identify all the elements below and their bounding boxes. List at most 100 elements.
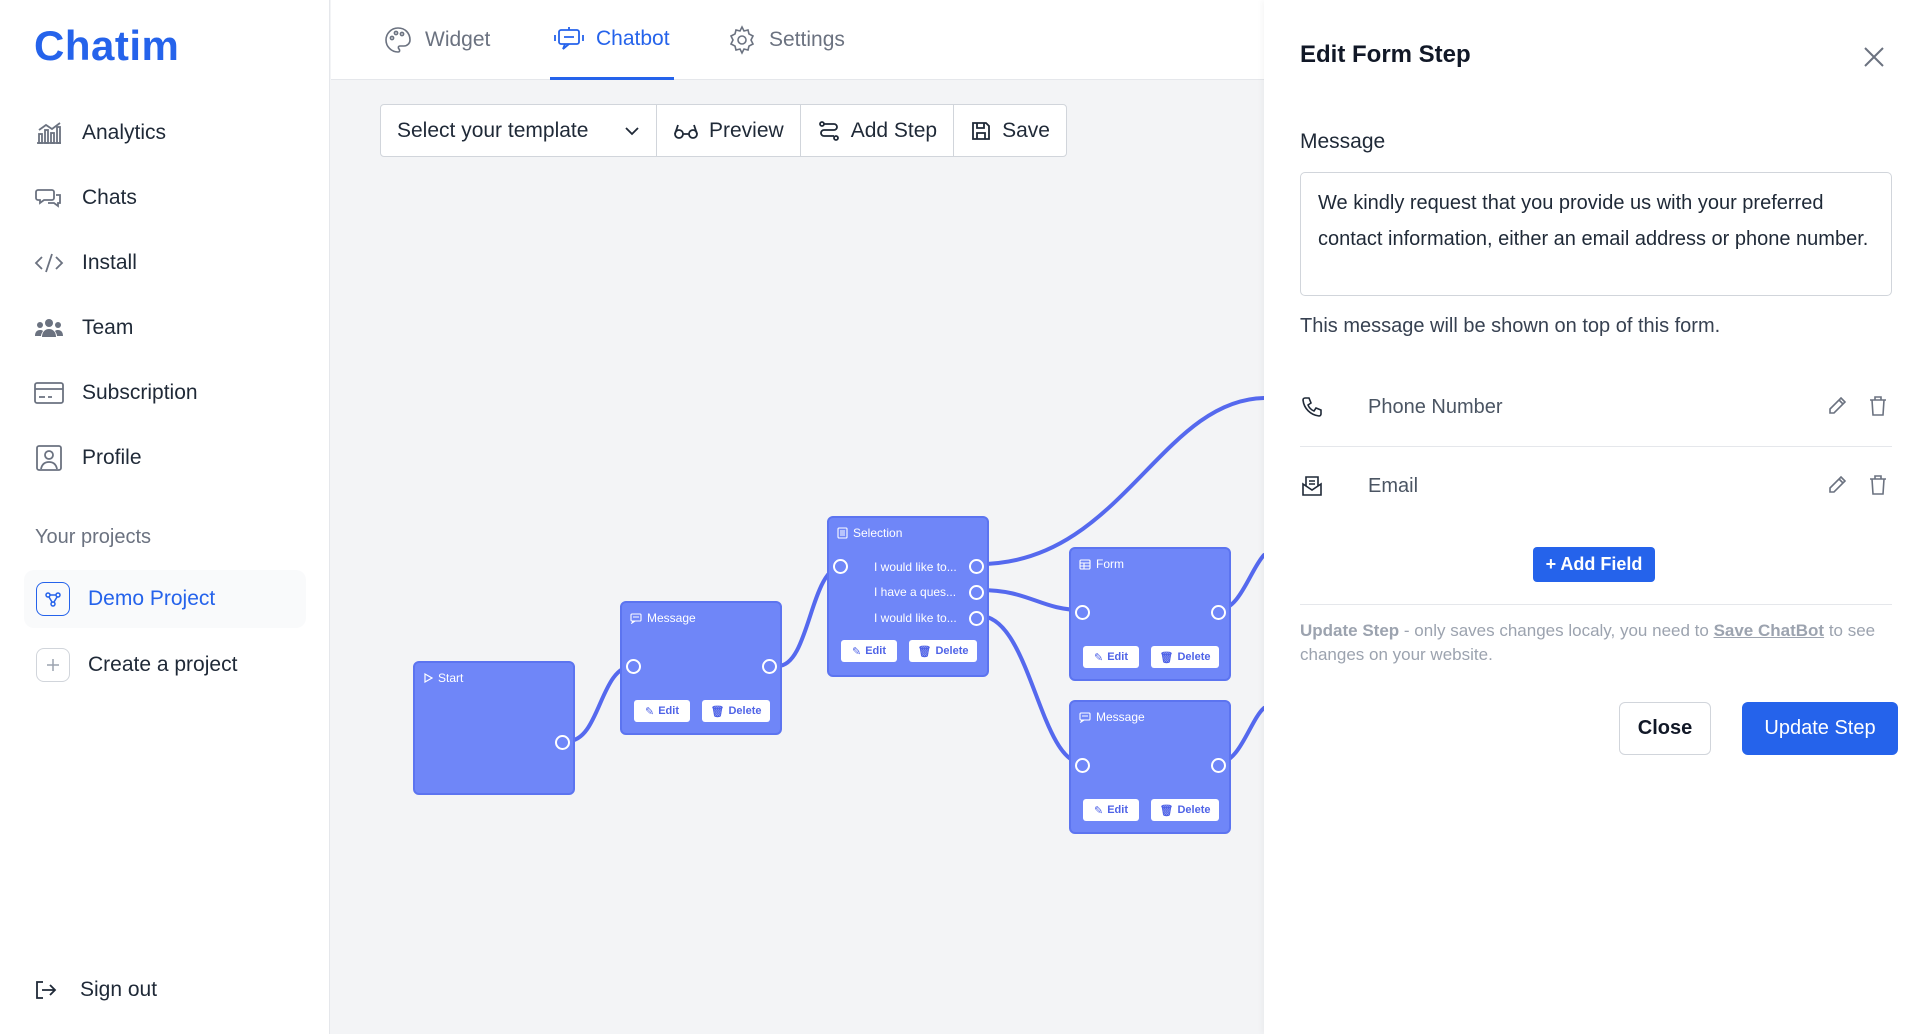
edit-label: Edit xyxy=(1107,804,1128,816)
note-strong: Update Step xyxy=(1300,621,1400,640)
nav-label: Subscription xyxy=(82,380,198,404)
project-demo[interactable]: Demo Project xyxy=(24,570,306,628)
node-edit-button[interactable]: ✎Edit xyxy=(1083,799,1139,821)
input-port[interactable] xyxy=(1075,605,1090,620)
preview-button[interactable]: Preview xyxy=(657,105,801,156)
flow-node-start[interactable]: Start xyxy=(413,661,575,795)
project-label: Demo Project xyxy=(88,587,216,610)
pencil-icon[interactable] xyxy=(1826,474,1850,498)
drawer-title: Edit Form Step xyxy=(1300,41,1471,68)
input-port[interactable] xyxy=(833,559,848,574)
field-name: Email xyxy=(1368,474,1419,497)
save-button[interactable]: Save xyxy=(954,105,1066,156)
output-port[interactable] xyxy=(762,659,777,674)
close-button[interactable]: Close xyxy=(1619,702,1711,755)
create-project-button[interactable]: Create a project xyxy=(24,636,306,694)
close-icon[interactable] xyxy=(1861,44,1887,70)
template-select-value: Select your template xyxy=(397,118,589,142)
node-title: Start xyxy=(423,671,463,685)
analytics-icon xyxy=(34,118,64,148)
nav-item-install[interactable]: Install xyxy=(34,230,304,295)
input-port[interactable] xyxy=(626,659,641,674)
add-field-button[interactable]: + Add Field xyxy=(1533,547,1655,582)
node-delete-button[interactable]: 🗑Delete xyxy=(909,640,977,662)
email-icon xyxy=(1300,474,1326,498)
edit-icon: ✎ xyxy=(1094,651,1104,664)
update-note: Update Step - only saves changes localy,… xyxy=(1300,619,1892,667)
node-edit-button[interactable]: ✎Edit xyxy=(841,640,897,662)
nav-item-team[interactable]: Team xyxy=(34,295,304,360)
team-icon xyxy=(34,313,64,343)
node-delete-button[interactable]: 🗑Delete xyxy=(1151,799,1219,821)
chats-icon xyxy=(34,183,64,213)
nav-item-subscription[interactable]: Subscription xyxy=(34,360,304,425)
field-row-email: Email xyxy=(1300,447,1892,525)
message-textarea[interactable]: We kindly request that you provide us wi… xyxy=(1300,172,1892,296)
code-icon xyxy=(34,248,64,278)
trash-icon[interactable] xyxy=(1868,395,1892,419)
node-delete-button[interactable]: 🗑Delete xyxy=(1151,646,1219,668)
edge-selection-message xyxy=(978,614,1084,765)
input-port[interactable] xyxy=(1075,758,1090,773)
sign-out-button[interactable]: Sign out xyxy=(34,978,157,1002)
nav-item-analytics[interactable]: Analytics xyxy=(34,100,304,165)
message-icon xyxy=(630,612,642,624)
nav-label: Install xyxy=(82,250,137,274)
nav-item-profile[interactable]: Profile xyxy=(34,425,304,490)
output-port[interactable] xyxy=(1211,758,1226,773)
play-icon xyxy=(423,673,433,683)
flow-node-selection[interactable]: Selection I would like to... I have a qu… xyxy=(827,516,989,677)
sign-out-icon xyxy=(34,979,62,1001)
edge-selection-up xyxy=(978,396,1264,566)
trash-icon: 🗑 xyxy=(710,705,725,718)
update-step-button[interactable]: Update Step xyxy=(1742,702,1898,755)
field-divider xyxy=(1300,446,1892,447)
chevron-down-icon xyxy=(624,126,640,136)
profile-icon xyxy=(34,443,64,473)
save-chatbot-link[interactable]: Save ChatBot xyxy=(1713,621,1825,640)
output-port[interactable] xyxy=(555,735,570,750)
tab-label: Settings xyxy=(769,28,845,51)
message-label: Message xyxy=(1300,130,1386,153)
tab-settings[interactable]: Settings xyxy=(727,0,845,80)
trash-icon[interactable] xyxy=(1868,474,1892,498)
route-icon xyxy=(817,119,841,143)
tab-chatbot[interactable]: Chatbot xyxy=(550,0,674,80)
node-delete-button[interactable]: 🗑Delete xyxy=(702,700,770,722)
nav-item-chats[interactable]: Chats xyxy=(34,165,304,230)
edit-icon: ✎ xyxy=(645,705,655,718)
option-port[interactable] xyxy=(969,611,984,626)
add-step-button[interactable]: Add Step xyxy=(801,105,955,156)
flow-node-form[interactable]: Form ✎Edit 🗑Delete xyxy=(1069,547,1231,681)
note-tail: to see changes on your website. xyxy=(1300,621,1876,664)
node-title-text: Start xyxy=(438,671,464,685)
floppy-icon xyxy=(970,120,992,142)
message-icon xyxy=(1079,711,1091,723)
tab-widget[interactable]: Widget xyxy=(383,0,490,80)
nav-label: Analytics xyxy=(82,120,167,144)
nav-label: Profile xyxy=(82,445,142,469)
edit-icon: ✎ xyxy=(1094,804,1104,817)
message-help-text: This message will be shown on top of thi… xyxy=(1300,315,1721,337)
selection-option: I would like to... xyxy=(874,611,957,625)
node-title: Message xyxy=(1079,710,1145,724)
project-flow-icon xyxy=(36,582,70,616)
field-name: Phone Number xyxy=(1368,395,1503,418)
delete-label: Delete xyxy=(728,705,762,717)
pencil-icon[interactable] xyxy=(1826,395,1850,419)
option-port[interactable] xyxy=(969,559,984,574)
node-title: Form xyxy=(1079,557,1124,571)
node-title: Selection xyxy=(837,526,902,540)
output-port[interactable] xyxy=(1211,605,1226,620)
sidebar: Chatim Analytics Chats Install Team xyxy=(0,0,330,1034)
node-edit-button[interactable]: ✎Edit xyxy=(634,700,690,722)
brand-logo[interactable]: Chatim xyxy=(34,22,180,69)
node-title-text: Message xyxy=(647,611,696,625)
flow-node-message[interactable]: Message ✎Edit 🗑Delete xyxy=(620,601,782,735)
edit-label: Edit xyxy=(1107,651,1128,663)
node-edit-button[interactable]: ✎Edit xyxy=(1083,646,1139,668)
option-port[interactable] xyxy=(969,585,984,600)
template-select[interactable]: Select your template xyxy=(381,105,657,156)
flow-node-message-2[interactable]: Message ✎Edit 🗑Delete xyxy=(1069,700,1231,834)
node-title-text: Selection xyxy=(853,526,903,540)
